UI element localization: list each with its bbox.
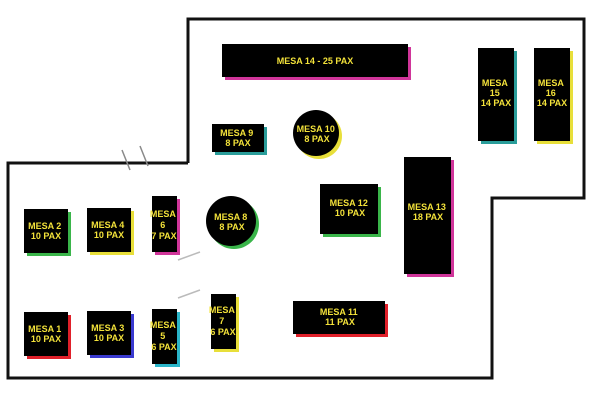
walls xyxy=(6,17,586,380)
table-label-line: 10 PAX xyxy=(335,208,365,218)
table-top xyxy=(152,309,177,364)
table-top xyxy=(293,110,339,156)
table-label: MESA 7 6 PAX xyxy=(209,305,237,337)
table-label-line: MESA xyxy=(538,78,565,88)
table-label-line: 8 PAX xyxy=(219,222,244,232)
table-label-line: MESA 12 xyxy=(330,198,368,208)
table-label: MESA 6 7 PAX xyxy=(150,209,178,241)
table-label-line: 8 PAX xyxy=(304,134,329,144)
table-mesa-1[interactable]: MESA 1 10 PAX xyxy=(24,312,71,359)
table-mesa-6[interactable]: MESA 6 7 PAX xyxy=(150,196,180,255)
table-mesa-10[interactable]: MESA 10 8 PAX xyxy=(293,110,342,159)
table-label: MESA 11 11 PAX xyxy=(320,307,360,327)
table-label-line: MESA 2 xyxy=(28,221,61,231)
table-top xyxy=(87,311,131,355)
table-label-line: 6 xyxy=(160,220,165,230)
table-mesa-15[interactable]: MESA 15 14 PAX xyxy=(478,48,517,144)
table-label-line: MESA 1 xyxy=(28,324,61,334)
table-mesa-12[interactable]: MESA 12 10 PAX xyxy=(320,184,381,237)
table-label-line: 6 PAX xyxy=(151,342,176,352)
table-label-line: 16 xyxy=(546,88,556,98)
table-mesa-16[interactable]: MESA 16 14 PAX xyxy=(534,48,573,144)
table-label: MESA 10 8 PAX xyxy=(297,124,338,144)
table-label-line: 14 PAX xyxy=(481,98,511,108)
table-label-line: 7 PAX xyxy=(151,231,176,241)
table-label-line: MESA 8 xyxy=(214,212,247,222)
table-label-line: MESA xyxy=(150,209,177,219)
passage-mark-2 xyxy=(177,289,201,299)
table-label-line: MESA xyxy=(209,305,236,315)
table-label-line: 10 PAX xyxy=(31,334,61,344)
table-mesa-5[interactable]: MESA 5 6 PAX xyxy=(150,309,180,367)
table-label: MESA 4 10 PAX xyxy=(91,220,127,240)
main-room-wall xyxy=(186,17,586,380)
table-top xyxy=(87,208,131,252)
table-mesa-13[interactable]: MESA 13 18 PAX xyxy=(404,157,454,277)
table-top xyxy=(152,196,177,252)
table-mesa-9[interactable]: MESA 9 8 PAX xyxy=(212,124,267,155)
table-label-line: 8 PAX xyxy=(225,138,250,148)
table-top xyxy=(320,184,378,234)
table-top xyxy=(222,44,408,77)
table-label-line: 10 PAX xyxy=(94,333,124,343)
table-label-line: MESA xyxy=(482,78,509,88)
passage-mark-1 xyxy=(177,251,201,261)
door-mark-2 xyxy=(139,145,149,167)
tables: MESA 14 - 25 PAX MESA 15 14 PAX MESA 16 xyxy=(24,44,573,367)
table-mesa-3[interactable]: MESA 3 10 PAX xyxy=(87,311,134,358)
table-mesa-7[interactable]: MESA 7 6 PAX xyxy=(209,294,239,352)
table-label: MESA 8 8 PAX xyxy=(214,212,250,232)
table-top xyxy=(24,209,68,253)
table-top xyxy=(212,124,264,152)
table-label-line: MESA 9 xyxy=(220,128,253,138)
table-top xyxy=(404,157,451,274)
table-label-line: 18 PAX xyxy=(413,212,443,222)
table-top xyxy=(478,48,514,141)
table-mesa-11[interactable]: MESA 11 11 PAX xyxy=(293,301,388,337)
table-label-line: MESA 11 xyxy=(320,307,358,317)
table-label: MESA 1 10 PAX xyxy=(28,324,64,344)
table-top xyxy=(534,48,570,141)
table-label: MESA 12 10 PAX xyxy=(330,198,371,218)
table-label: MESA 13 18 PAX xyxy=(408,202,449,222)
table-mesa-8[interactable]: MESA 8 8 PAX xyxy=(206,196,259,249)
table-label-line: 15 xyxy=(490,88,500,98)
table-mesa-2[interactable]: MESA 2 10 PAX xyxy=(24,209,71,256)
table-top xyxy=(293,301,385,334)
table-top xyxy=(211,294,236,349)
table-label: MESA 3 10 PAX xyxy=(91,323,127,343)
door-mark-1 xyxy=(121,149,131,171)
table-mesa-14[interactable]: MESA 14 - 25 PAX xyxy=(222,44,411,80)
table-label-line: 7 xyxy=(219,316,224,326)
table-label-line: MESA 14 - 25 PAX xyxy=(277,56,354,66)
table-label-line: MESA xyxy=(150,320,177,330)
table-label: MESA 9 8 PAX xyxy=(220,128,256,148)
table-label-line: 6 PAX xyxy=(210,327,235,337)
table-label-line: 10 PAX xyxy=(31,231,61,241)
table-label: MESA 5 6 PAX xyxy=(150,320,178,352)
side-room-wall xyxy=(6,161,188,380)
table-top xyxy=(24,312,68,356)
table-label-line: MESA 3 xyxy=(91,323,124,333)
table-label: MESA 15 14 PAX xyxy=(481,78,511,108)
table-top xyxy=(206,196,256,246)
table-label-line: 10 PAX xyxy=(94,230,124,240)
table-label-line: MESA 4 xyxy=(91,220,124,230)
table-label-line: MESA 10 xyxy=(297,124,335,134)
table-mesa-4[interactable]: MESA 4 10 PAX xyxy=(87,208,134,255)
table-label-line: 11 PAX xyxy=(325,317,355,327)
table-label: MESA 14 - 25 PAX xyxy=(277,56,354,66)
table-label-line: MESA 13 xyxy=(408,202,446,212)
table-label-line: 5 xyxy=(160,331,165,341)
table-label: MESA 2 10 PAX xyxy=(28,221,64,241)
table-label-line: 14 PAX xyxy=(537,98,567,108)
table-label: MESA 16 14 PAX xyxy=(537,78,567,108)
